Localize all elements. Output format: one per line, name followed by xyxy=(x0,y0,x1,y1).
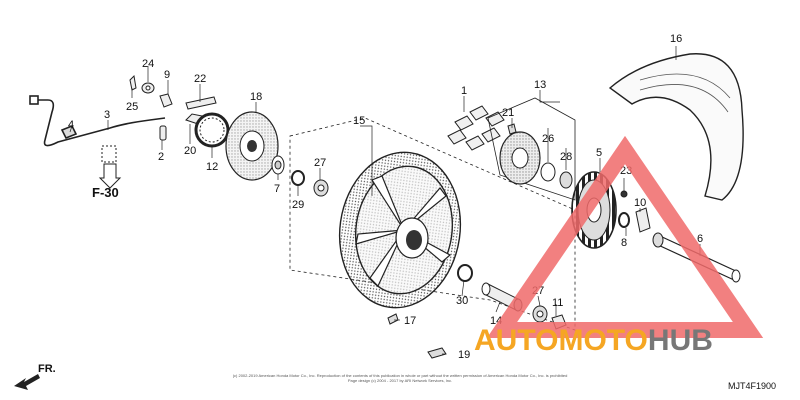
label-part-28: 28 xyxy=(560,151,572,163)
right-side-hardware xyxy=(618,190,651,233)
label-part-7: 7 xyxy=(274,183,280,195)
label-part-21: 21 xyxy=(502,107,514,119)
brake-disc xyxy=(225,111,279,181)
watermark-brand-moto: MOTO xyxy=(558,324,647,357)
label-part-24: 24 xyxy=(142,58,154,70)
wheel-speed-sensor-wire xyxy=(29,95,166,147)
label-part-17: 17 xyxy=(404,315,416,327)
label-part-6: 6 xyxy=(697,233,703,245)
watermark-text: AUTOMOTOHUB xyxy=(474,324,713,357)
front-marker-label: FR. xyxy=(38,363,56,375)
front-direction-marker: FR. xyxy=(14,363,56,390)
label-part-12: 12 xyxy=(206,161,218,173)
label-part-11: 11 xyxy=(552,297,563,309)
label-part-3: 3 xyxy=(104,109,110,121)
copyright-line-2: Page design (c) 2004 - 2017 by ARI Netwo… xyxy=(348,378,452,383)
label-part-26: 26 xyxy=(542,133,554,145)
rear-wheel xyxy=(289,117,576,331)
label-part-16: 16 xyxy=(670,33,682,45)
label-part-4: 4 xyxy=(68,119,74,131)
copyright-line-1: (c) 2002-2019 American Honda Motor Co., … xyxy=(233,373,568,378)
label-part-10: 10 xyxy=(634,197,646,209)
diagram-code: MJT4F1900 xyxy=(728,381,776,391)
label-part-20: 20 xyxy=(184,145,196,157)
label-part-22: 22 xyxy=(194,73,206,85)
ref-arrow-f30 xyxy=(98,145,122,189)
pulser-ring xyxy=(194,112,230,148)
sensor-small-parts xyxy=(129,74,217,141)
label-part-2: 2 xyxy=(158,151,164,163)
label-part-27-upper: 27 xyxy=(314,157,326,169)
driven-flange xyxy=(487,97,576,201)
label-part-29: 29 xyxy=(292,199,304,211)
label-part-25: 25 xyxy=(126,101,138,113)
valve-and-weight xyxy=(387,313,447,359)
label-part-9: 9 xyxy=(164,69,170,81)
rear-tire xyxy=(608,53,744,201)
label-part-5: 5 xyxy=(596,147,602,159)
label-part-30: 30 xyxy=(456,295,468,307)
watermark-logo xyxy=(486,135,764,338)
label-part-13: 13 xyxy=(534,79,546,91)
label-part-19: 19 xyxy=(458,349,470,361)
leader-lines xyxy=(69,46,701,355)
ref-page-label: F-30 xyxy=(92,185,119,200)
watermark-brand-hub: HUB xyxy=(648,324,713,357)
watermark-brand-auto: AUTO xyxy=(474,324,558,357)
label-part-8: 8 xyxy=(621,237,627,249)
part-number-labels: 24 9 22 25 3 4 2 20 12 18 7 29 27 15 1 2… xyxy=(68,33,703,361)
label-part-18: 18 xyxy=(250,91,262,103)
damper-rubbers xyxy=(447,105,505,151)
label-part-1: 1 xyxy=(461,85,467,97)
label-part-15: 15 xyxy=(353,115,365,127)
